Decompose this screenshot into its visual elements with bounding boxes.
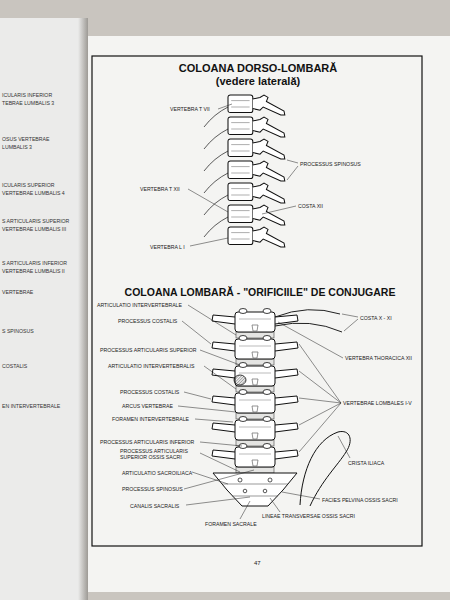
part-label: ARTICULATIO INTERVERTEBRALIS (108, 363, 194, 369)
part-label: PROCESSUS ARTICULARIS SUPERIOR OSSIS SAC… (120, 448, 216, 460)
part-label: CANALIS SACRALIS (130, 503, 179, 509)
cut-label: VERTEBRAE (2, 289, 33, 295)
cut-label: VERTEBRAE LUMBALIS II (2, 268, 65, 274)
part-label: VERTEBRA L I (150, 244, 185, 250)
right-page (88, 36, 450, 592)
part-label: COSTA X - XI (360, 315, 392, 321)
iliac-crest (300, 432, 350, 506)
left-page (0, 18, 82, 600)
hatched-foramen (234, 375, 246, 385)
lumbar-vertebrae (212, 309, 298, 474)
cut-label: OSUS VERTEBRAE (2, 136, 49, 142)
part-label: PROCESSUS ARTICULARIS SUPERIOR (100, 347, 196, 353)
part-label: PROCESSUS SPINOSUS (300, 161, 361, 167)
part-label: VERTEBRA T VII (170, 106, 210, 112)
cut-label: COSTALIS (2, 363, 27, 369)
part-label: ARTICULATIO SACROILIACA (122, 470, 192, 476)
part-label: FACIES PELVINA OSSIS SACRI (322, 497, 398, 503)
part-label: COSTA XII (298, 203, 323, 209)
figure-title: COLOANA DORSO-LOMBARĂ (vedere laterală) (168, 62, 348, 88)
cut-label: S ARTICULARIS INFERIOR (2, 260, 67, 266)
cut-label: VERTEBRAE LUMBALIS 4 (2, 190, 65, 196)
part-label: VERTEBRA T XII (140, 186, 180, 192)
lateral-vertebrae (228, 95, 285, 247)
cut-label: ICULARIS INFERIOR (2, 92, 52, 98)
part-label: PROCESSUS COSTALIS (118, 318, 177, 324)
part-label: PROCESSUS ARTICULARIS INFERIOR (100, 439, 194, 445)
part-label: FORAMEN INTERVERTEBRALE (112, 416, 189, 422)
part-label: CRISTA ILIACA (348, 460, 384, 466)
cut-label: S ARTICULARIS SUPERIOR (2, 218, 69, 224)
page-fold (78, 18, 88, 600)
part-label: FORAMEN SACRALE (205, 521, 257, 527)
cut-label: S SPINOSUS (2, 328, 34, 334)
part-label: VERTEBRAE LOMBALES I-V (343, 400, 412, 406)
cut-label: EN INTERVERTEBRALE (2, 403, 60, 409)
part-label: ARTICULATIO INTERVERTEBRALE (97, 302, 182, 308)
part-label: PROCESSUS SPINOSUS (122, 486, 183, 492)
part-label: PROCESSUS COSTALIS (120, 389, 179, 395)
cut-label: ICULARIS SUPERIOR (2, 182, 54, 188)
page-number: 47 (254, 560, 261, 566)
part-label: ARCUS VERTEBRAE (122, 403, 173, 409)
figure-title: COLOANA LOMBARĂ - "ORIFICIILE" DE CONJUG… (100, 286, 420, 299)
cut-label: TEBRAE LUMBALIS 3 (2, 100, 54, 106)
part-label: LINEAE TRANSVERSAE OSSIS SACRI (262, 513, 355, 519)
cut-label: VERTEBRAE LUMBALIS III (2, 226, 66, 232)
part-label: VERTEBRA THORACICA XII (345, 355, 412, 361)
page-frame (92, 56, 422, 546)
cut-label: LUMBALIS 3 (2, 144, 32, 150)
